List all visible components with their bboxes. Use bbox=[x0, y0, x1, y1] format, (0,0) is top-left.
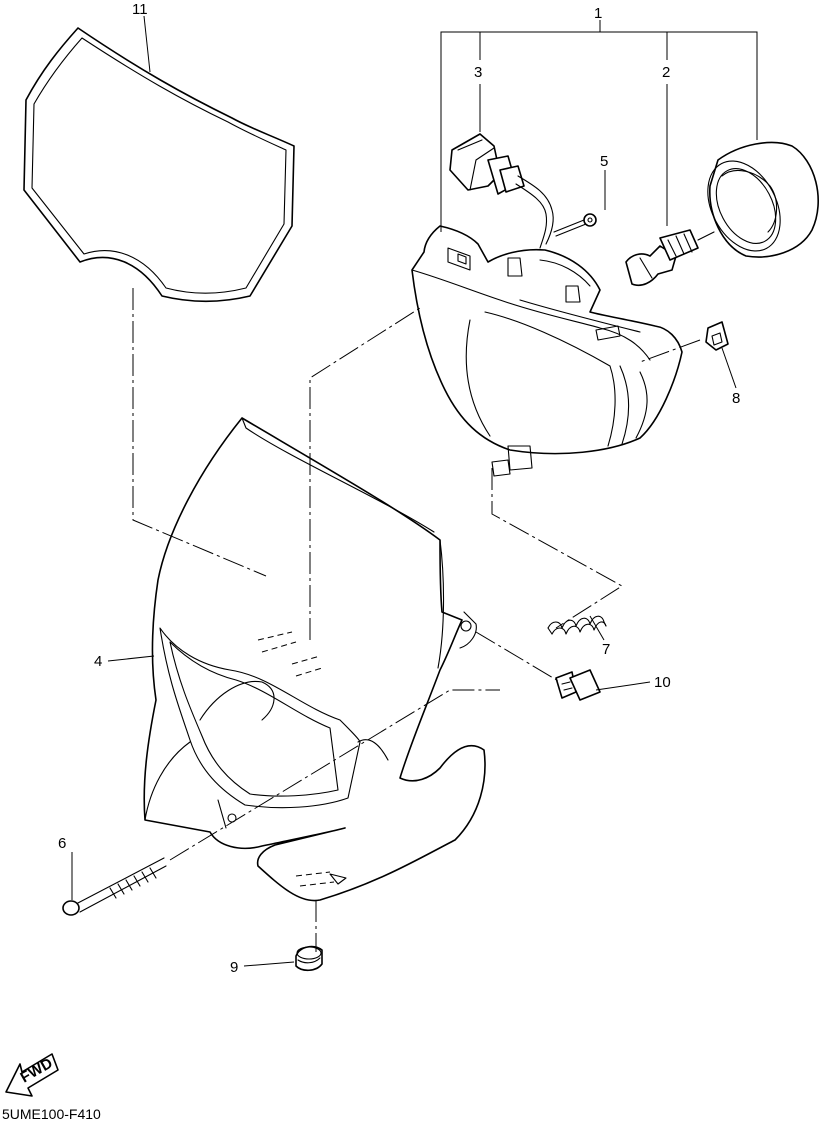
part-2-bulb bbox=[625, 229, 715, 287]
part-3-harness-socket bbox=[449, 133, 554, 249]
part-10-bolt bbox=[555, 669, 601, 701]
part-7-spring bbox=[547, 615, 607, 635]
callout-6: 6 bbox=[58, 835, 66, 852]
callout-2: 2 bbox=[662, 64, 670, 81]
callout-10: 10 bbox=[654, 674, 671, 691]
assembly-lines bbox=[132, 288, 701, 952]
callout-1: 1 bbox=[594, 5, 602, 22]
part-11-lens bbox=[23, 27, 295, 303]
part-5-screw bbox=[553, 213, 597, 237]
callout-labels: 1 2 3 4 5 6 7 8 9 10 11 bbox=[58, 1, 740, 976]
callout-9: 9 bbox=[230, 959, 238, 976]
callout-7: 7 bbox=[602, 641, 610, 658]
callout-5: 5 bbox=[600, 153, 608, 170]
fwd-arrow-icon: FWD bbox=[5, 1053, 59, 1097]
part-1-headlight-assembly bbox=[411, 225, 683, 477]
leader-lines bbox=[71, 15, 758, 967]
part-8-nut bbox=[705, 321, 729, 351]
diagram-code: 5UME100-F410 bbox=[2, 1106, 101, 1122]
part-6-long-bolt bbox=[62, 857, 167, 916]
callout-11: 11 bbox=[132, 1, 148, 18]
callout-8: 8 bbox=[732, 390, 740, 407]
part-4-headlight-cowl bbox=[143, 417, 486, 902]
callout-3: 3 bbox=[474, 64, 482, 81]
part-9-grommet bbox=[295, 945, 323, 972]
callout-4: 4 bbox=[94, 653, 102, 670]
bulb-cover bbox=[707, 141, 819, 258]
